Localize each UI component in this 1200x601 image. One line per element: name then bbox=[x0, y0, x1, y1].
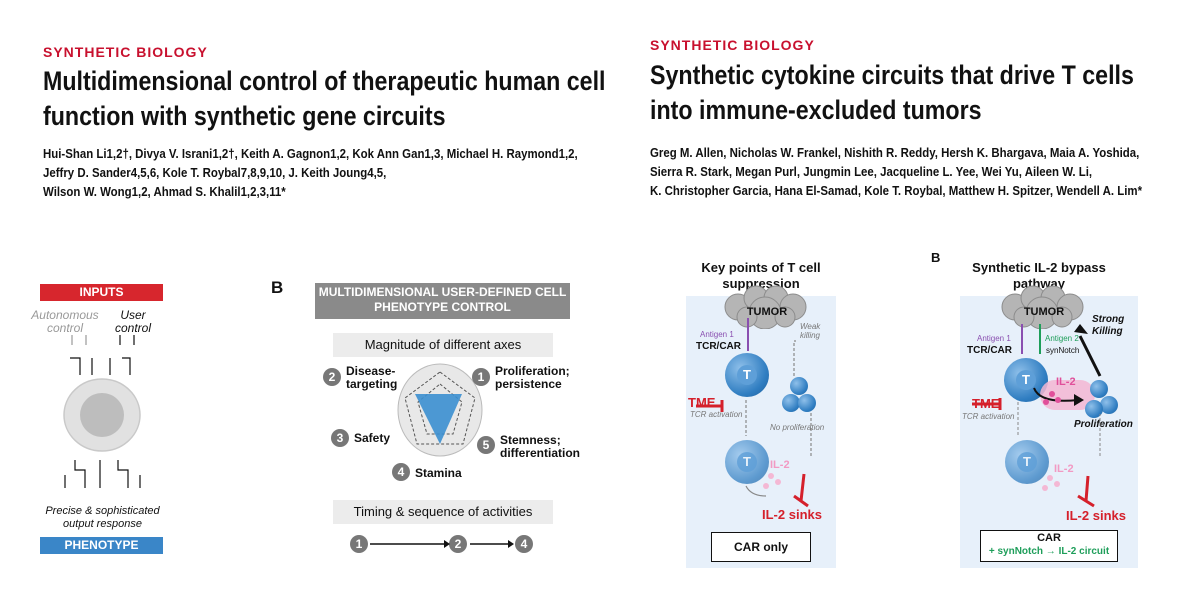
t-cell-core-top-a: T bbox=[737, 365, 757, 385]
tumor-cluster-b bbox=[1001, 285, 1084, 329]
axis-5-number: 5 bbox=[477, 436, 495, 454]
t-small-2-a bbox=[782, 394, 800, 412]
left-authors-line3: Wilson W. Wong1,2, Ahmad S. Khalil1,2,3,… bbox=[43, 184, 286, 199]
t-small-1-b bbox=[1090, 380, 1108, 398]
user-control-label: User control bbox=[114, 308, 152, 335]
fig-b-arrows bbox=[972, 324, 1102, 508]
antigen2-label-b: Antigen 2 bbox=[1045, 334, 1079, 343]
right-title-line2: into immune-excluded tumors bbox=[650, 95, 982, 125]
cell-diagram bbox=[63, 335, 141, 488]
phenotype-control-header: MULTIDIMENSIONAL USER-DEFINED CELL PHENO… bbox=[315, 283, 570, 319]
left-title-line1: Multidimensional control of therapeutic … bbox=[43, 66, 606, 96]
magnitude-banner: Magnitude of different axes bbox=[333, 333, 553, 357]
il2-label-b: IL-2 bbox=[1056, 376, 1076, 388]
axis-5-label: Stemness; differentiation bbox=[500, 433, 580, 460]
il2-sinks-label-a: IL-2 sinks bbox=[762, 507, 822, 522]
strong-killing-label: Strong Killing bbox=[1092, 314, 1125, 337]
tcr-car-label-a: TCR/CAR bbox=[696, 341, 741, 352]
radar-diagram bbox=[397, 363, 483, 457]
right-authors-line2: Sierra R. Stark, Megan Purl, Jungmin Lee… bbox=[650, 164, 1093, 179]
t-cell-core-bottom-a: T bbox=[737, 452, 757, 472]
tcr-car-label-b: TCR/CAR bbox=[967, 345, 1012, 356]
t-cell-core-top-b: T bbox=[1016, 370, 1036, 390]
seq-1: 1 bbox=[350, 535, 368, 553]
output-response-label: Precise & sophisticated output response bbox=[45, 505, 160, 530]
weak-killing-label: Weak killing bbox=[800, 322, 821, 340]
axis-3-label: Safety bbox=[354, 431, 391, 445]
tumor-label-b: TUMOR bbox=[1023, 306, 1065, 318]
proliferation-label: Proliferation bbox=[1074, 419, 1133, 430]
fig-a-arrows bbox=[696, 318, 812, 508]
fig-a-panel bbox=[686, 296, 836, 568]
seq-2: 2 bbox=[449, 535, 467, 553]
axis-1-label: Proliferation; persistence bbox=[495, 364, 570, 391]
no-proliferation-label: No proliferation bbox=[770, 423, 825, 432]
car-box-bottom: + synNotch → IL-2 circuit bbox=[988, 546, 1110, 557]
axis-3-number: 3 bbox=[331, 429, 349, 447]
sequence-arrows bbox=[370, 540, 514, 548]
tcr-activation-label-a: TCR activation bbox=[690, 410, 743, 419]
inputs-box: INPUTS bbox=[40, 284, 163, 301]
antigen1-label-b: Antigen 1 bbox=[977, 334, 1011, 343]
phenotype-box: PHENOTYPE bbox=[40, 537, 163, 554]
axis-1-number: 1 bbox=[472, 368, 490, 386]
tcr-activation-label-b: TCR activation bbox=[962, 412, 1015, 421]
il2-label-a: IL-2 bbox=[770, 459, 790, 471]
panel-b-letter-left: B bbox=[271, 278, 284, 297]
right-title-line1: Synthetic cytokine circuits that drive T… bbox=[650, 60, 1134, 90]
seq-3: 4 bbox=[515, 535, 533, 553]
tumor-label-a: TUMOR bbox=[746, 306, 788, 318]
synnotch-label: synNotch bbox=[1046, 346, 1080, 355]
t-small-3-a bbox=[798, 394, 816, 412]
right-authors-line3: K. Christopher Garcia, Hana El-Samad, Ko… bbox=[650, 183, 1143, 198]
car-only-box: CAR only bbox=[711, 532, 811, 562]
right-kicker: SYNTHETIC BIOLOGY bbox=[650, 37, 815, 53]
left-authors-line2: Jeffry D. Sander4,5,6, Kole T. Roybal7,8… bbox=[43, 165, 387, 180]
panel-b-letter-right: B bbox=[931, 250, 941, 265]
axis-4-label: Stamina bbox=[415, 466, 462, 480]
fig-b-panel bbox=[960, 296, 1138, 568]
timing-banner: Timing & sequence of activities bbox=[333, 500, 553, 524]
left-kicker: SYNTHETIC BIOLOGY bbox=[43, 44, 208, 60]
il2-sinks-label-b: IL-2 sinks bbox=[1066, 508, 1126, 523]
left-authors-line1: Hui-Shan Li1,2†, Divya V. Israni1,2†, Ke… bbox=[43, 146, 578, 161]
t-cell-core-bottom-b: T bbox=[1017, 452, 1037, 472]
car-synnotch-box: CAR + synNotch → IL-2 circuit bbox=[980, 530, 1118, 562]
tumor-cluster-a bbox=[724, 285, 807, 329]
t-small-2-b bbox=[1100, 396, 1118, 414]
autonomous-control-label: Autonomous control bbox=[31, 308, 99, 335]
axis-2-label: Disease-targeting bbox=[346, 364, 398, 391]
il2-low-label-b: IL-2 bbox=[1054, 463, 1074, 475]
right-authors-line1: Greg M. Allen, Nicholas W. Frankel, Nish… bbox=[650, 145, 1140, 160]
car-box-top: CAR bbox=[1037, 532, 1061, 544]
t-small-3-b bbox=[1085, 400, 1103, 418]
antigen1-label-a: Antigen 1 bbox=[700, 330, 734, 339]
axis-4-number: 4 bbox=[392, 463, 410, 481]
axis-2-number: 2 bbox=[323, 368, 341, 386]
t-small-1-a bbox=[790, 377, 808, 395]
left-title-line2: function with synthetic gene circuits bbox=[43, 101, 446, 131]
